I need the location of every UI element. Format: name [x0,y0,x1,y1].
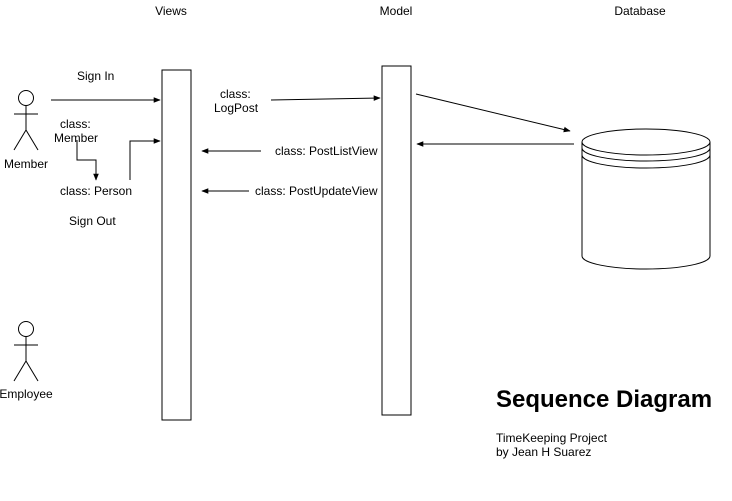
diagram-title: Sequence Diagram [496,386,713,413]
member-to-person-arrow [76,140,99,181]
model-to-database-arrow [415,93,571,133]
class-member-label-line1: class: [60,117,91,131]
person-to-views-arrow [129,138,161,180]
post-update-view-label: class: PostUpdateView [255,184,378,198]
database-column-header: Database [614,4,666,18]
sign-out-label: Sign Out [69,214,116,228]
diagram-subtitle: TimeKeeping Project by Jean H Suarez [496,431,607,459]
class-logpost-label-line1: class: [220,87,251,101]
subtitle-line-project: TimeKeeping Project [496,431,607,445]
sign-in-label: Sign In [77,69,115,83]
employee-actor-label: Employee [0,387,53,401]
database-cylinder-icon [581,128,711,270]
model-column-header: Model [379,4,413,18]
member-actor-label: Member [3,157,48,171]
views-column-header: Views [155,4,187,18]
logpost-arrow [270,95,381,101]
subtitle-line-author: by Jean H Suarez [496,445,592,459]
class-logpost-label-line2: LogPost [214,101,259,115]
class-person-label: class: Person [60,184,133,198]
member-actor-icon [13,90,39,151]
post-list-view-label: class: PostListView [275,144,378,158]
views-lifeline-box [161,69,192,421]
class-member-label-line2: Member [54,131,99,145]
model-lifeline-box [381,65,412,416]
employee-actor-icon [13,321,39,382]
